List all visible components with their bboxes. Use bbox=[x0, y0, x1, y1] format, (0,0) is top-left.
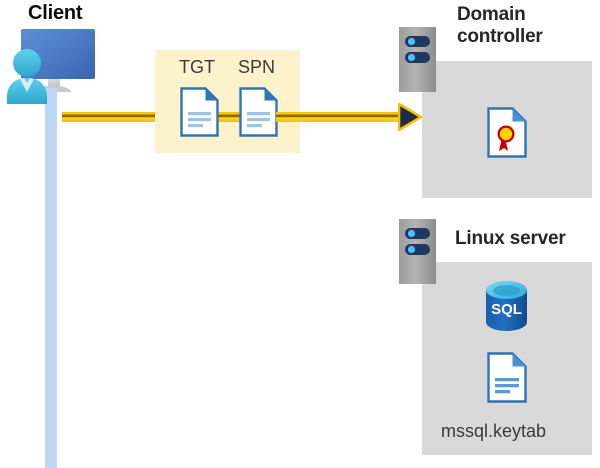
arrowhead-icon bbox=[397, 101, 424, 133]
token-highlight-box bbox=[155, 50, 300, 153]
sql-badge-text: SQL bbox=[491, 301, 522, 318]
keytab-filename-label: mssql.keytab bbox=[441, 421, 547, 441]
server-rack-icon-linux-server bbox=[399, 219, 436, 284]
client-title: Client bbox=[28, 2, 83, 24]
domain-controller-title-line2: controller bbox=[457, 26, 543, 48]
arrow-segment-between-tokens bbox=[217, 112, 242, 122]
sql-database-icon: SQL bbox=[483, 280, 530, 332]
domain-controller-title-line1: Domain bbox=[457, 4, 526, 25]
server-rack-icon-domain-controller bbox=[399, 27, 436, 92]
arrow-segment-client-to-box bbox=[62, 112, 157, 122]
client-workstation-icon bbox=[4, 26, 102, 104]
document-icon-tgt bbox=[180, 87, 219, 137]
domain-controller-title: Domain controller bbox=[457, 4, 587, 49]
arrow-segment-box-to-domain-controller bbox=[276, 112, 400, 122]
client-lifeline bbox=[45, 92, 57, 468]
token-label-tgt: TGT bbox=[179, 57, 215, 77]
token-label-spn: SPN bbox=[238, 57, 276, 77]
document-icon-spn bbox=[239, 87, 278, 137]
certificate-icon bbox=[487, 107, 527, 158]
linux-server-title: Linux server bbox=[455, 228, 566, 249]
keytab-document-icon bbox=[487, 352, 527, 403]
